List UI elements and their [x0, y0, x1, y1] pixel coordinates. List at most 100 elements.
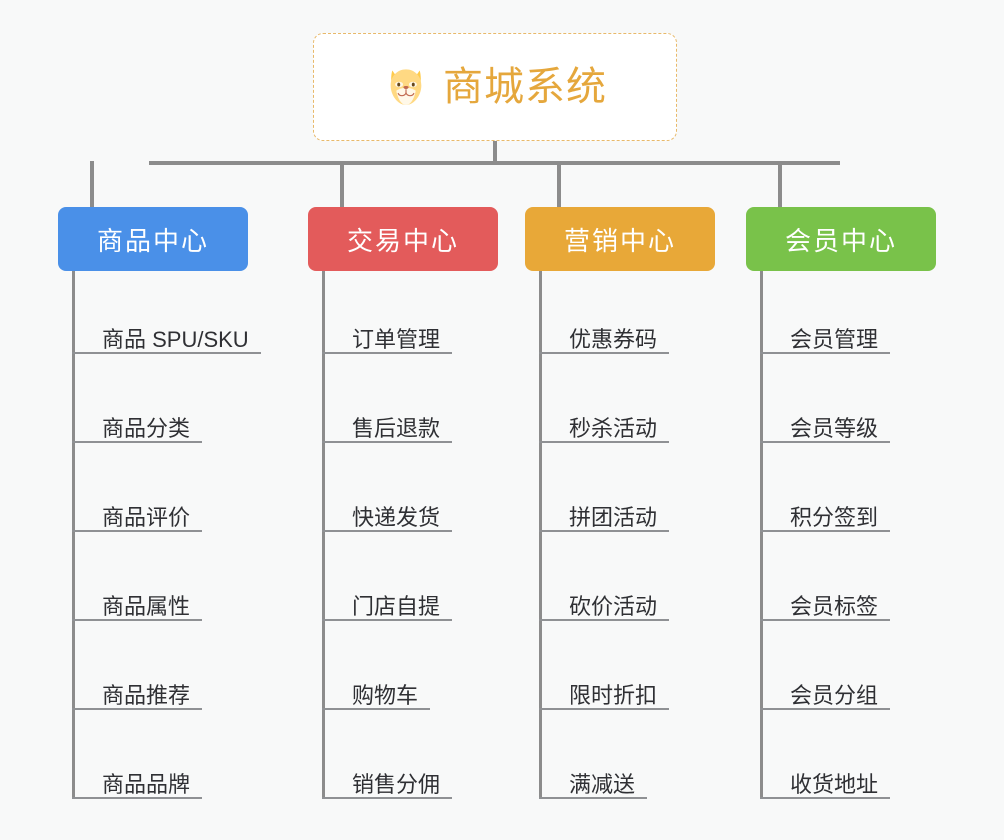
leaf-item[interactable]: 商品 SPU/SKU	[72, 271, 352, 360]
branch-header-label: 商品中心	[96, 225, 209, 256]
leaf-underline	[322, 530, 453, 532]
leaf-list-4: 会员管理会员等级积分签到会员标签会员分组收货地址	[760, 271, 1004, 805]
branch-header-label: 会员中心	[784, 225, 897, 256]
branch-header-4[interactable]: 会员中心	[746, 207, 936, 271]
leaf-underline	[72, 352, 261, 354]
leaf-item[interactable]: 积分签到	[760, 449, 1004, 538]
connector-horizontal-bus	[149, 161, 840, 165]
leaf-item-label: 商品评价	[102, 504, 191, 530]
leaf-underline	[760, 619, 891, 621]
connector-root-stem	[493, 141, 497, 163]
branch-column-4: 会员中心会员管理会员等级积分签到会员标签会员分组收货地址	[746, 207, 936, 799]
leaf-underline	[539, 797, 648, 799]
leaf-underline	[72, 708, 203, 710]
leaf-item-label: 满减送	[569, 771, 636, 797]
branch-header-3[interactable]: 营销中心	[525, 207, 715, 271]
branch-spine-4	[760, 271, 763, 799]
connector-branch-stem-2	[340, 161, 344, 209]
leaf-item-label: 商品品牌	[102, 771, 191, 797]
leaf-item[interactable]: 优惠券码	[539, 271, 819, 360]
leaf-item-label: 快递发货	[352, 504, 441, 530]
leaf-item[interactable]: 会员标签	[760, 538, 1004, 627]
leaf-underline	[760, 530, 891, 532]
leaf-underline	[539, 619, 670, 621]
leaf-item[interactable]: 购物车	[322, 627, 602, 716]
leaf-item-label: 秒杀活动	[569, 415, 658, 441]
leaf-underline	[322, 352, 453, 354]
branch-header-label: 营销中心	[563, 225, 676, 256]
root-node-title: 商城系统	[443, 65, 607, 109]
leaf-item-label: 优惠券码	[569, 326, 658, 352]
leaf-item[interactable]: 商品属性	[72, 538, 352, 627]
leaf-underline	[539, 530, 670, 532]
leaf-underline	[760, 352, 891, 354]
leaf-item-label: 商品分类	[102, 415, 191, 441]
leaf-item[interactable]: 快递发货	[322, 449, 602, 538]
leaf-underline	[72, 530, 203, 532]
leaf-item[interactable]: 砍价活动	[539, 538, 819, 627]
leaf-item-label: 订单管理	[352, 326, 441, 352]
leaf-item[interactable]: 商品推荐	[72, 627, 352, 716]
branch-spine-1	[72, 271, 75, 799]
leaf-item-label: 会员标签	[790, 593, 879, 619]
leaf-underline	[322, 797, 453, 799]
leaf-item-label: 限时折扣	[569, 682, 658, 708]
leaf-item[interactable]: 销售分佣	[322, 716, 602, 805]
connector-branch-stem-4	[778, 161, 782, 209]
leaf-underline	[72, 797, 203, 799]
leaf-item-label: 门店自提	[352, 593, 441, 619]
connector-branch-stem-1	[90, 161, 94, 209]
leaf-underline	[539, 352, 670, 354]
leaf-item-label: 积分签到	[790, 504, 879, 530]
leaf-item[interactable]: 门店自提	[322, 538, 602, 627]
leaf-item[interactable]: 商品评价	[72, 449, 352, 538]
leaf-item-label: 拼团活动	[569, 504, 658, 530]
leaf-item-label: 会员等级	[790, 415, 879, 441]
leaf-item-label: 会员分组	[790, 682, 879, 708]
leaf-item[interactable]: 商品分类	[72, 360, 352, 449]
leaf-underline	[322, 708, 431, 710]
leaf-item[interactable]: 秒杀活动	[539, 360, 819, 449]
leaf-item-label: 商品推荐	[102, 682, 191, 708]
leaf-underline	[760, 797, 891, 799]
leaf-item-label: 销售分佣	[352, 771, 441, 797]
leaf-item-label: 砍价活动	[569, 593, 658, 619]
leaf-item[interactable]: 会员等级	[760, 360, 1004, 449]
leaf-underline	[72, 441, 203, 443]
leaf-item-label: 会员管理	[790, 326, 879, 352]
leaf-item-label: 收货地址	[790, 771, 879, 797]
leaf-item-label: 购物车	[352, 682, 419, 708]
leaf-item-label: 商品属性	[102, 593, 191, 619]
leaf-item-label: 售后退款	[352, 415, 441, 441]
root-node-card[interactable]: 商城系统	[313, 33, 677, 141]
leaf-item[interactable]: 收货地址	[760, 716, 1004, 805]
leaf-item[interactable]: 售后退款	[322, 360, 602, 449]
branch-header-label: 交易中心	[346, 225, 459, 256]
leaf-list-1: 商品 SPU/SKU 商品分类商品评价商品属性商品推荐商品品牌	[72, 271, 352, 805]
leaf-item-label: 商品 SPU/SKU	[102, 326, 249, 352]
leaf-item[interactable]: 会员分组	[760, 627, 1004, 716]
branch-column-1: 商品中心商品 SPU/SKU 商品分类商品评价商品属性商品推荐商品品牌	[58, 207, 261, 799]
leaf-underline	[322, 619, 453, 621]
leaf-item[interactable]: 限时折扣	[539, 627, 819, 716]
branch-column-3: 营销中心优惠券码秒杀活动拼团活动砍价活动限时折扣满减送	[525, 207, 715, 799]
branch-header-1[interactable]: 商品中心	[58, 207, 248, 271]
leaf-list-3: 优惠券码秒杀活动拼团活动砍价活动限时折扣满减送	[539, 271, 819, 805]
branch-column-2: 交易中心订单管理售后退款快递发货门店自提购物车销售分佣	[308, 207, 498, 799]
leaf-item[interactable]: 拼团活动	[539, 449, 819, 538]
leaf-underline	[539, 441, 670, 443]
leaf-item[interactable]: 会员管理	[760, 271, 1004, 360]
leaf-underline	[322, 441, 453, 443]
leaf-underline	[72, 619, 203, 621]
branch-spine-2	[322, 271, 325, 799]
connector-branch-stem-3	[557, 161, 561, 209]
leaf-list-2: 订单管理售后退款快递发货门店自提购物车销售分佣	[322, 271, 602, 805]
leaf-underline	[760, 708, 891, 710]
leaf-item[interactable]: 商品品牌	[72, 716, 352, 805]
branch-header-2[interactable]: 交易中心	[308, 207, 498, 271]
leaf-item[interactable]: 订单管理	[322, 271, 602, 360]
branch-spine-3	[539, 271, 542, 799]
leaf-item[interactable]: 满减送	[539, 716, 819, 805]
dog-face-icon	[383, 64, 429, 110]
